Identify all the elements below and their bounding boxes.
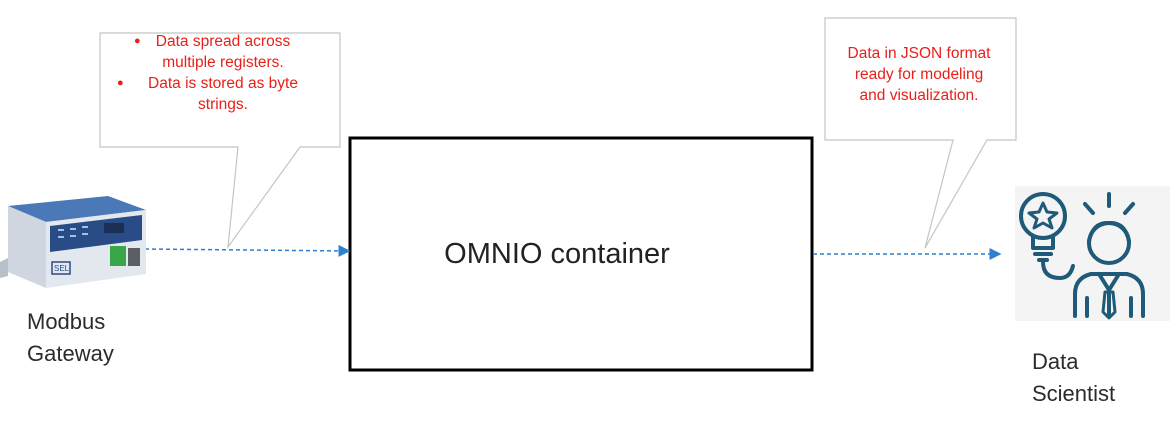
right-callout-line-1: Data in JSON format [847,45,991,62]
left-callout-text: ● Data spread across multiple registers.… [108,31,338,115]
bullet-icon: ● [134,35,141,47]
left-callout-line-1: ● Data spread across [108,31,338,52]
right-callout-line-3: and visualization. [859,87,979,104]
modbus-gateway-device-icon: SEL [0,196,146,297]
data-scientist-label-line-2: Scientist [1032,381,1116,406]
omnio-container-label: OMNIO container [444,238,670,270]
right-callout-text: Data in JSON format ready for modeling a… [830,43,1008,106]
omnio-container-box [348,136,814,372]
left-callout-line-3: ● Data is stored as byte [108,73,338,94]
left-callout-line-1-text: Data spread across [155,33,291,50]
right-callout-line-2: ready for modeling [854,66,984,83]
data-scientist-lightbulb-icon [1015,186,1170,326]
left-callout-line-4: strings. [198,96,248,113]
data-scientist-label-line-1: Data [1032,349,1079,374]
right-callout-bubble [824,17,1017,249]
left-callout-line-3-text: Data is stored as byte [148,75,298,92]
data-scientist-label: Data Scientist [1032,346,1115,410]
left-callout-bubble [99,32,341,250]
sel-logo-text: SEL [54,264,70,273]
modbus-gateway-label: Modbus Gateway [27,306,114,370]
left-callout-line-2: multiple registers. [162,54,284,71]
bullet-icon: ● [117,77,124,89]
gateway-to-omnio-arrow [144,244,351,257]
modbus-gateway-label-line-2: Gateway [27,341,114,366]
modbus-gateway-label-line-1: Modbus [27,309,106,334]
